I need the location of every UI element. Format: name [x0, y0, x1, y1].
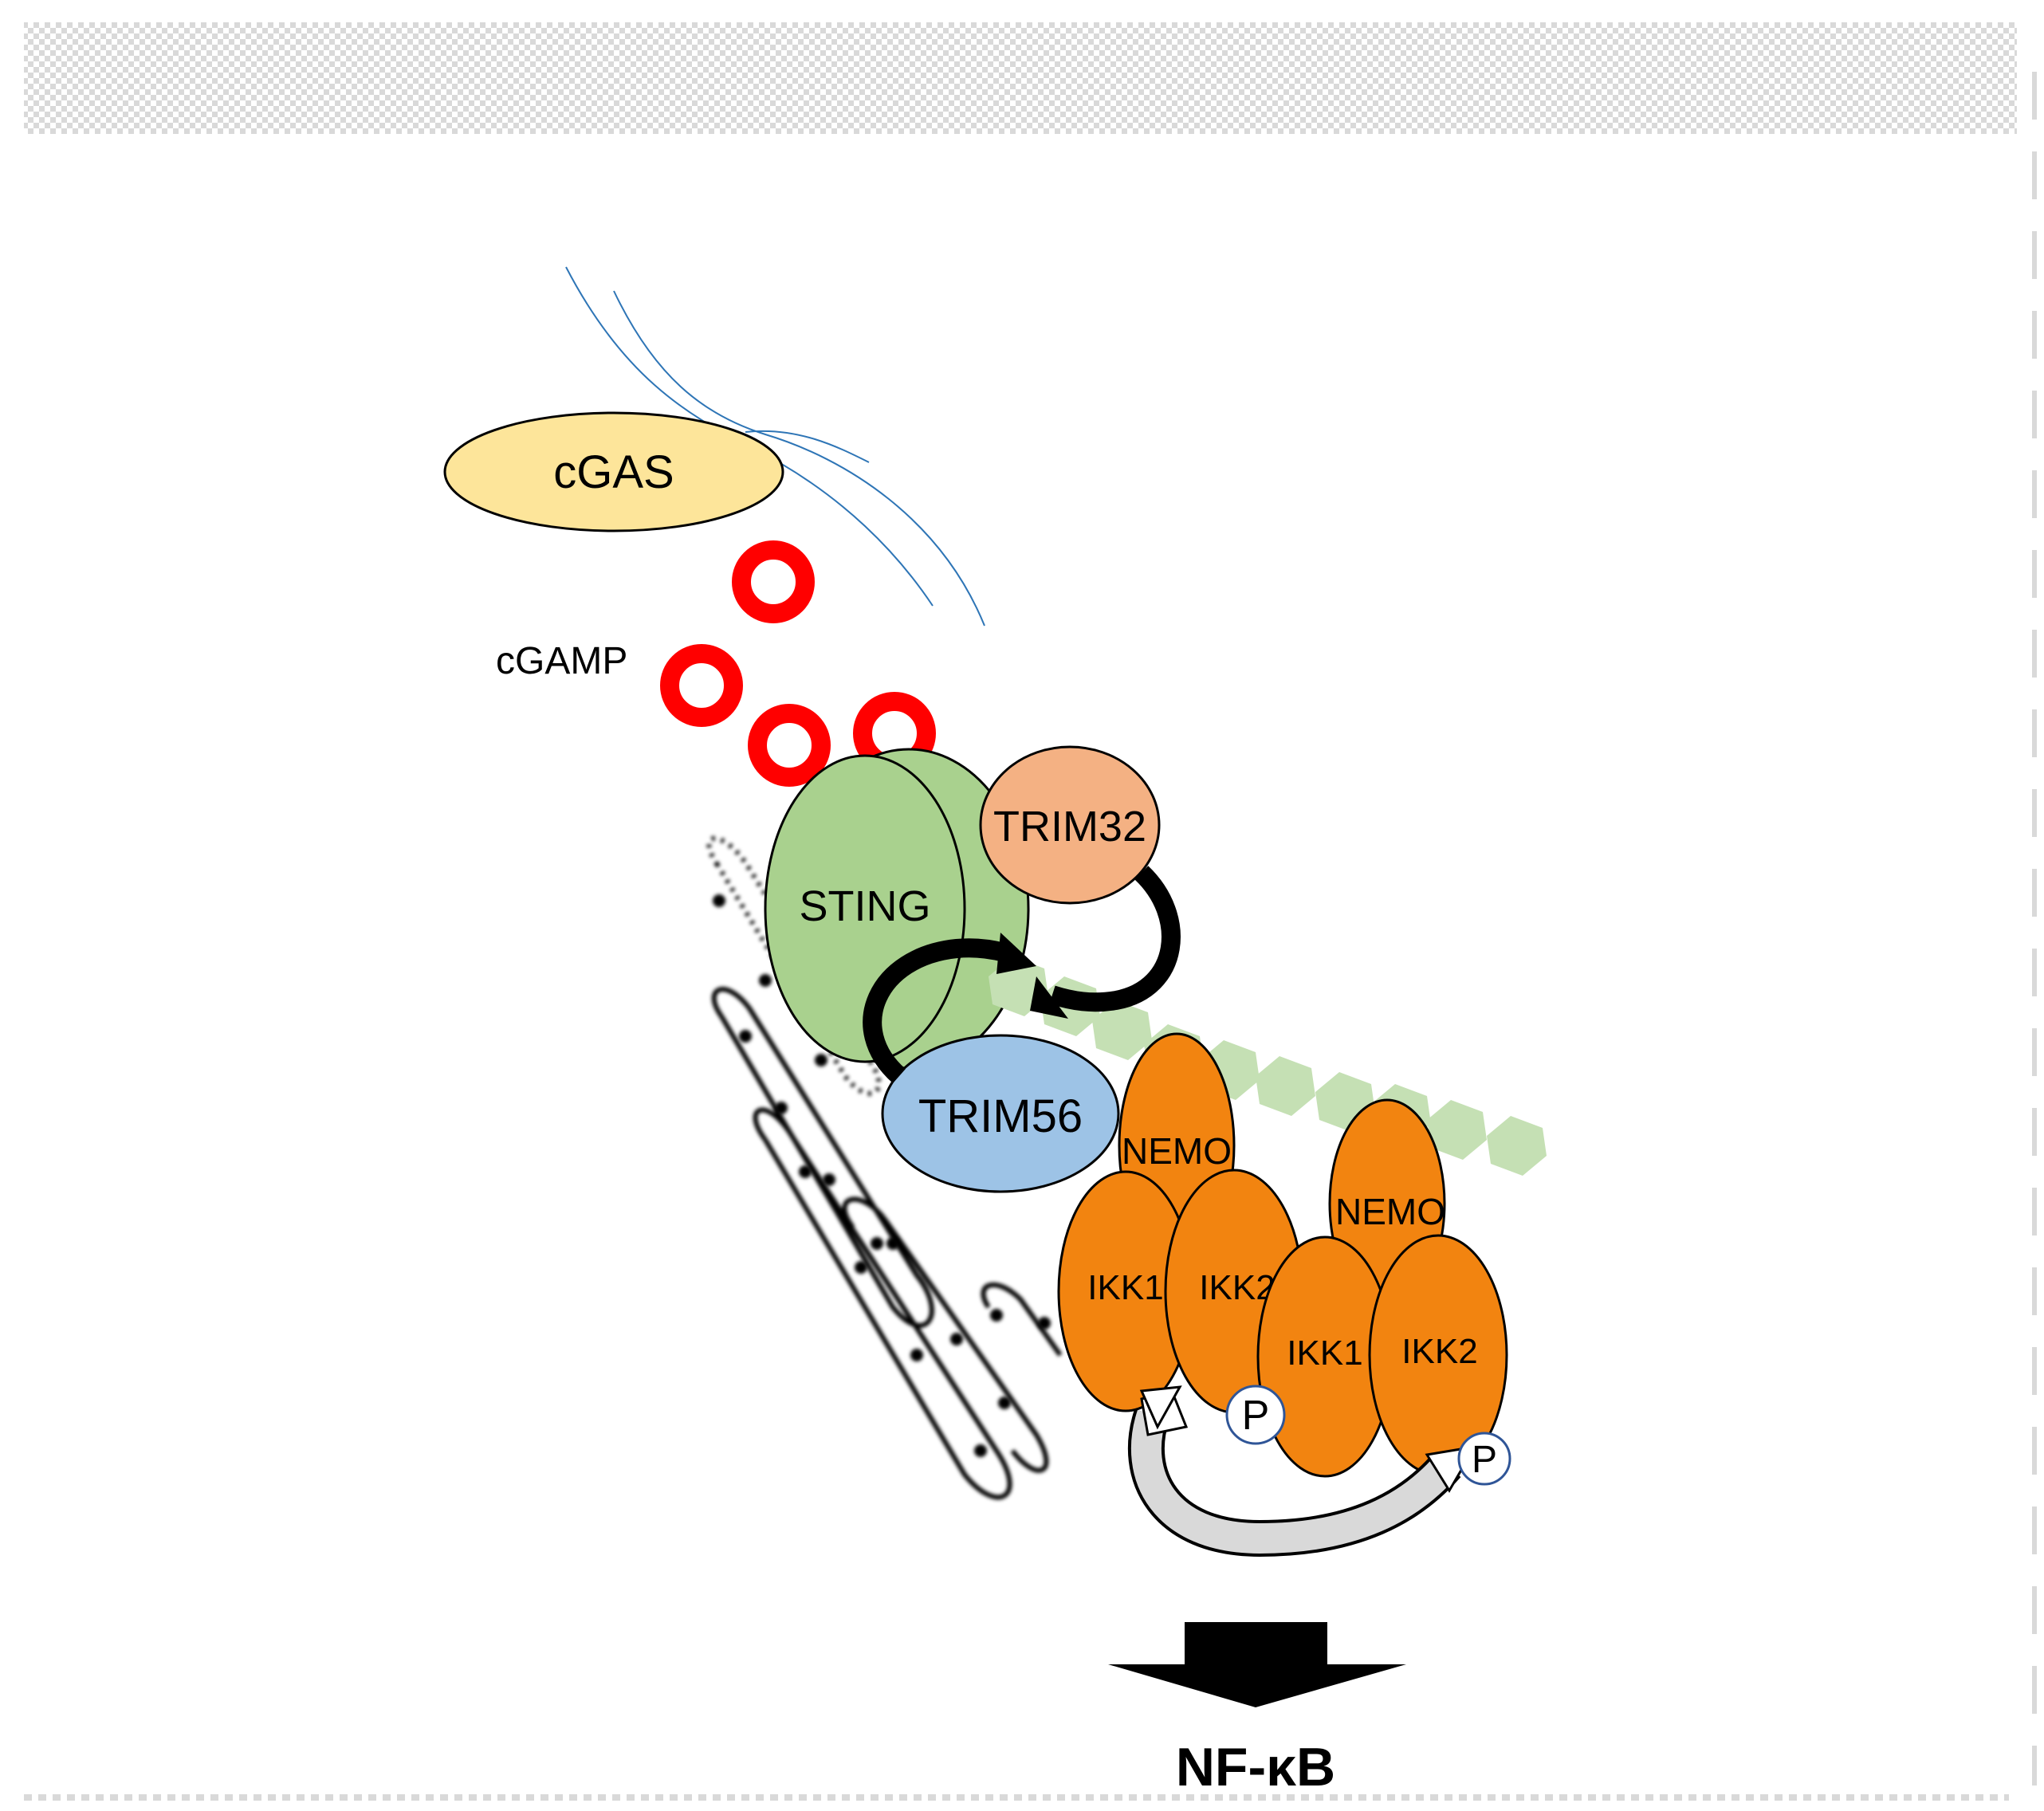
trim32-protein: TRIM32 — [979, 745, 1161, 905]
cgamp-label: cGAMP — [496, 640, 627, 682]
nfkb-label: NF-κB — [1176, 1737, 1335, 1797]
ikk-complex-right: NEMO IKK1 IKK2 — [1256, 1098, 1508, 1478]
sting-label: STING — [799, 882, 930, 930]
er-membrane-dots — [713, 894, 1051, 1457]
cgas-protein: cGAS — [443, 411, 784, 532]
ikk1-right-label: IKK1 — [1287, 1334, 1362, 1373]
down-arrow-icon — [1108, 1622, 1406, 1707]
nemo-left-label: NEMO — [1122, 1130, 1232, 1172]
ikk2-left-label: IKK2 — [1199, 1268, 1275, 1307]
trim56-curved-arrow-icon — [863, 933, 1036, 1083]
cgamp-molecules — [660, 540, 936, 787]
phospho-left-label: P — [1242, 1393, 1270, 1439]
phospho-right-label: P — [1472, 1439, 1497, 1481]
trim32-label: TRIM32 — [993, 803, 1146, 851]
ikk1-left-label: IKK1 — [1087, 1268, 1163, 1307]
trim32-curved-arrow-icon — [1030, 866, 1181, 1019]
phospho-group-left: P — [1225, 1385, 1286, 1445]
ikk2-right-label: IKK2 — [1401, 1332, 1477, 1371]
trim56-protein: TRIM56 — [881, 1034, 1120, 1193]
cgas-label: cGAS — [553, 446, 674, 498]
phospho-group-right: P — [1457, 1432, 1511, 1486]
nemo-right-label: NEMO — [1335, 1191, 1445, 1232]
header-band — [24, 22, 2017, 134]
transphosphorylation-circular-arrow-icon — [1127, 1385, 1477, 1558]
sting-dimer: STING — [764, 748, 1030, 1070]
trim56-label: TRIM56 — [918, 1090, 1083, 1142]
